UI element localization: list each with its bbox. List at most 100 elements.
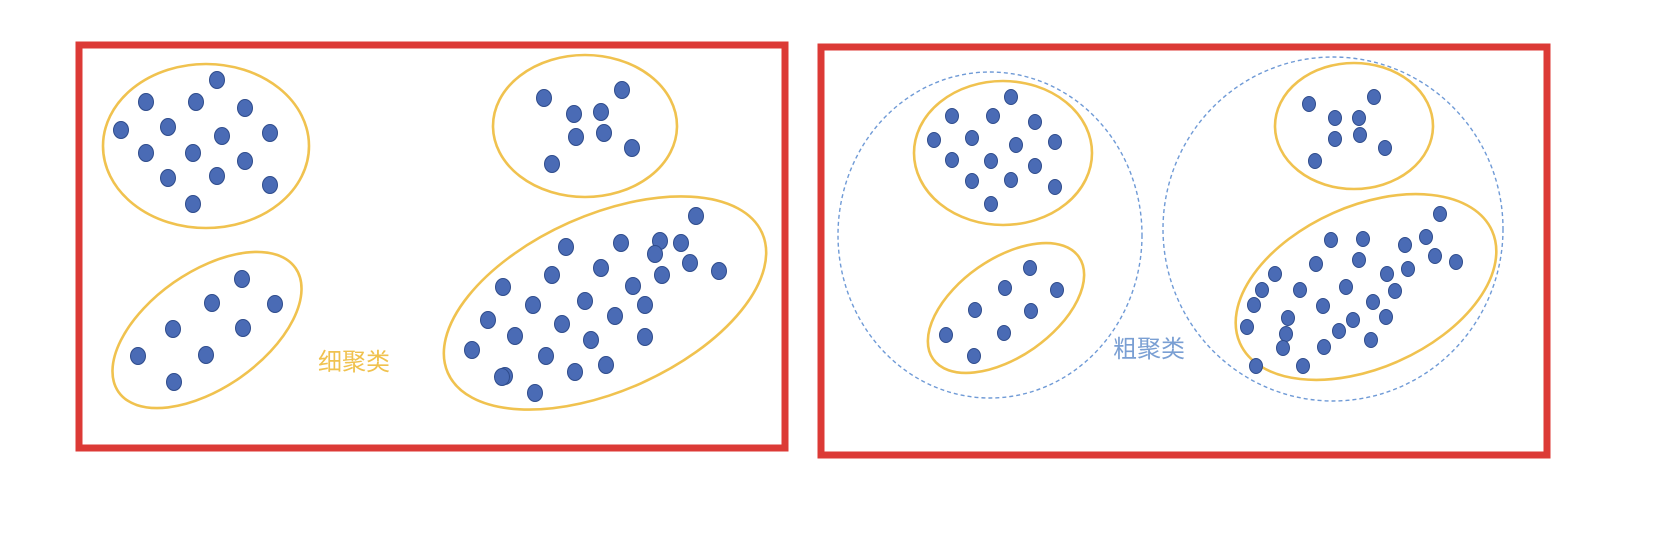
data-point <box>237 152 253 170</box>
data-point <box>577 292 593 310</box>
data-point <box>1401 261 1415 277</box>
data-point <box>1050 282 1064 298</box>
data-point <box>965 173 979 189</box>
data-point <box>160 118 176 136</box>
data-point <box>711 262 727 280</box>
data-point <box>1279 326 1293 342</box>
data-point <box>536 89 552 107</box>
data-point <box>1309 256 1323 272</box>
data-point <box>1356 231 1370 247</box>
data-point <box>1004 89 1018 105</box>
data-point <box>138 93 154 111</box>
data-point <box>494 368 510 386</box>
data-point <box>566 105 582 123</box>
data-point <box>544 155 560 173</box>
data-point <box>1433 206 1447 222</box>
data-point <box>234 270 250 288</box>
data-point <box>1004 172 1018 188</box>
data-point <box>130 347 146 365</box>
data-point <box>1281 310 1295 326</box>
data-point <box>1316 298 1330 314</box>
data-point <box>1308 153 1322 169</box>
data-point <box>673 234 689 252</box>
coarse-clustering-panel: 粗聚类 <box>817 43 1551 459</box>
data-point <box>185 144 201 162</box>
data-point <box>1317 339 1331 355</box>
data-point <box>1293 282 1307 298</box>
data-point <box>1328 110 1342 126</box>
data-point <box>598 356 614 374</box>
data-point <box>1028 158 1042 174</box>
coarse-panel-frame <box>817 43 1551 459</box>
data-point <box>688 207 704 225</box>
data-point <box>1366 294 1380 310</box>
data-point <box>984 196 998 212</box>
data-point <box>188 93 204 111</box>
data-point <box>165 320 181 338</box>
data-point <box>1240 319 1254 335</box>
data-point <box>1023 260 1037 276</box>
data-point <box>1009 137 1023 153</box>
data-point <box>568 128 584 146</box>
data-point <box>624 139 640 157</box>
data-point <box>1268 266 1282 282</box>
data-point <box>1276 340 1290 356</box>
data-point <box>1367 89 1381 105</box>
data-point <box>558 238 574 256</box>
data-point <box>1388 283 1402 299</box>
data-point <box>209 71 225 89</box>
data-point <box>214 127 230 145</box>
data-point <box>1302 96 1316 112</box>
data-point <box>267 295 283 313</box>
coarse-group-outline <box>837 71 1143 399</box>
data-point <box>1024 303 1038 319</box>
data-point <box>209 167 225 185</box>
data-point <box>1352 110 1366 126</box>
coarse-cluster-outline <box>912 79 1094 227</box>
data-point <box>262 176 278 194</box>
data-point <box>113 121 129 139</box>
data-point <box>647 245 663 263</box>
fine-cluster-outline <box>101 62 311 230</box>
data-point <box>525 296 541 314</box>
data-point <box>939 327 953 343</box>
data-point <box>998 280 1012 296</box>
data-point <box>997 325 1011 341</box>
coarse-cluster-outline <box>1273 61 1435 191</box>
data-point <box>927 132 941 148</box>
data-point <box>1296 358 1310 374</box>
data-point <box>237 99 253 117</box>
data-point <box>625 277 641 295</box>
data-point <box>495 278 511 296</box>
coarse-data-points <box>927 89 1463 374</box>
data-point <box>527 384 543 402</box>
data-point <box>613 234 629 252</box>
data-point <box>544 266 560 284</box>
coarse-group-outline <box>1162 56 1504 402</box>
data-point <box>593 259 609 277</box>
data-point <box>1380 266 1394 282</box>
data-point <box>614 81 630 99</box>
coarse-cluster-outlines <box>912 61 1498 382</box>
data-point <box>984 153 998 169</box>
fine-cluster-outline <box>442 195 768 411</box>
data-point <box>637 296 653 314</box>
data-point <box>1028 114 1042 130</box>
data-point <box>1328 131 1342 147</box>
data-point <box>968 302 982 318</box>
coarse-clustering-caption: 粗聚类 <box>1113 335 1185 363</box>
data-point <box>138 144 154 162</box>
data-point <box>1249 358 1263 374</box>
data-point <box>204 294 220 312</box>
data-point <box>583 331 599 349</box>
data-point <box>1346 312 1360 328</box>
data-point <box>166 373 182 391</box>
data-point <box>1255 282 1269 298</box>
data-point <box>235 319 251 337</box>
data-point <box>262 124 278 142</box>
fine-clustering-caption: 细聚类 <box>318 348 390 376</box>
data-point <box>682 254 698 272</box>
fine-cluster-outlines <box>101 53 768 411</box>
data-point <box>1332 323 1346 339</box>
